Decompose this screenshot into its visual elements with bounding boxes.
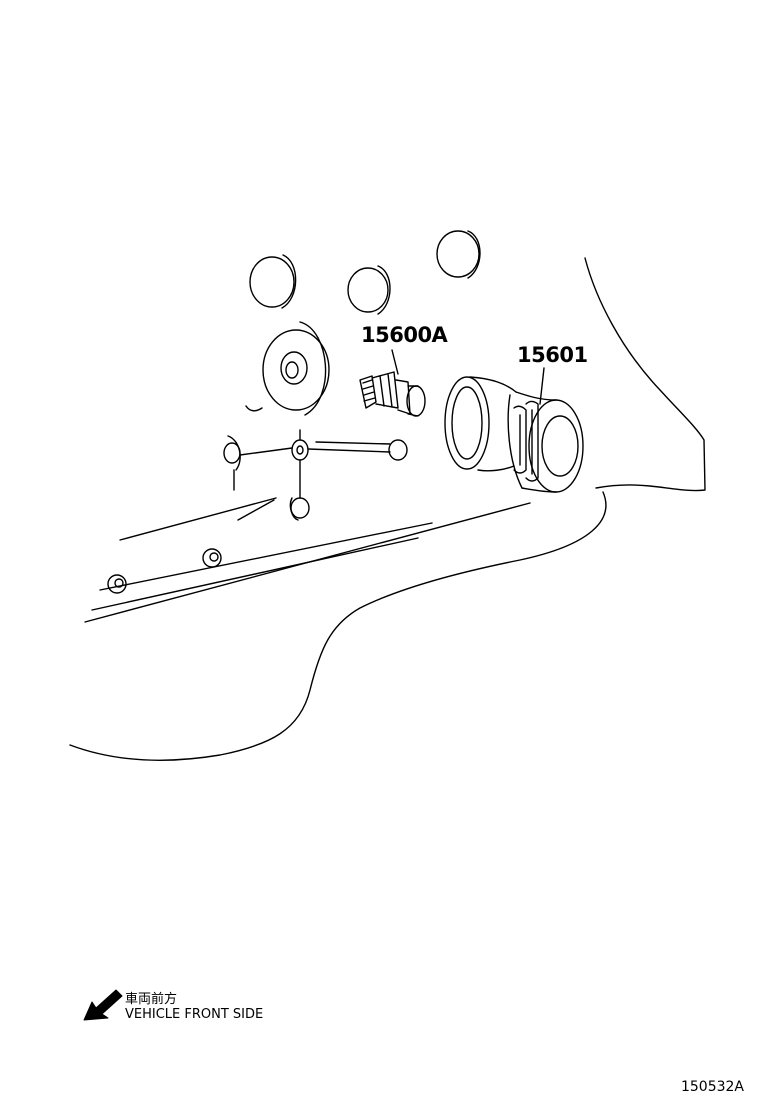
part-number-callout-oil-pressure-switch[interactable]: 15600A [361,323,448,347]
vehicle-front-label-en: VEHICLE FRONT SIDE [125,1007,264,1022]
diagram-id-label: 150532A [680,1079,744,1095]
oil-pressure-switch-part [359,349,426,417]
oil-filter-part [444,367,584,493]
bolt-hole-pattern [223,429,408,521]
arrow-down-left-icon [83,989,123,1021]
part-number-callout-oil-filter[interactable]: 15601 [517,343,588,367]
engine-block-outline [69,257,706,761]
mounting-boss [245,321,330,416]
rail-holes [107,548,222,594]
vehicle-front-label-jp: 車両前方 [125,992,178,1007]
freeze-plug-center [347,265,391,315]
freeze-plug-right [436,230,481,279]
freeze-plug-left [249,254,297,309]
block-rail-lines [84,497,531,623]
